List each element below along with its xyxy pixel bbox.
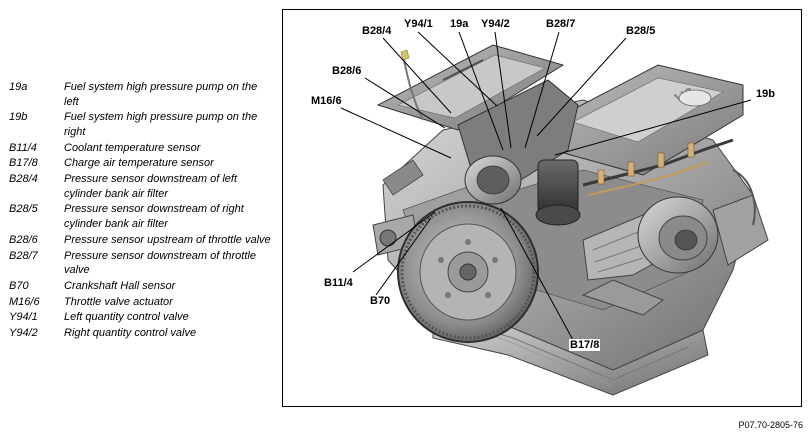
legend-description: Charge air temperature sensor [64,157,214,170]
engine-diagram: V8 [282,9,802,407]
oil-filler-cap-icon [678,89,712,107]
engine-illustration: V8 [340,31,769,396]
callout-b17-8: B17/8 [569,339,601,351]
legend-description: Crankshaft Hall sensor [64,279,176,292]
legend-code: B28/6 [9,233,38,246]
right-cylinder-head-cover: V8 [552,64,744,176]
legend-code: B11/4 [9,141,37,154]
legend-row: B70 Crankshaft Hall sensor [9,279,271,294]
right-bank-wiring [582,138,734,196]
legend-row: 19a Fuel system high pressure pump on th… [9,80,271,109]
callout-b28-4: B28/4 [361,25,393,37]
legend-description: Coolant temperature sensor [64,141,201,154]
callout-b11-4: B11/4 [323,277,354,289]
legend-description: Pressure sensor downstream of throttle v… [64,249,256,277]
figure-reference: P07.70-2805-76 [738,420,803,430]
legend-description: Left quantity control valve [64,311,189,324]
turbocharger [581,194,769,316]
flywheel [397,201,539,343]
legend-code: 19a [9,81,28,93]
legend-row: Y94/1 Left quantity control valve [9,310,271,325]
callout-b70: B70 [369,295,392,307]
legend-code: B28/4 [9,173,38,186]
legend-row: B28/7 Pressure sensor downstream of thro… [9,249,271,278]
callout-y94-1: Y94/1 [403,18,434,30]
legend-row: M16/6 Throttle valve actuator [9,295,271,310]
callout-b28-5: B28/5 [625,25,657,37]
legend-list: 19a Fuel system high pressure pump on th… [9,80,271,342]
legend-code: Y94/1 [9,311,38,324]
legend-row: B28/4 Pressure sensor downstream of left… [9,172,271,201]
legend-row: Y94/2 Right quantity control valve [9,326,271,341]
legend-row: B28/5 Pressure sensor downstream of righ… [9,202,271,231]
callout-b28-6: B28/6 [331,65,363,77]
intake-manifold [457,79,581,226]
legend-description: Pressure sensor downstream of right cyli… [64,203,244,230]
legend-row: B28/6 Pressure sensor upstream of thrott… [9,233,271,248]
legend-description: Fuel system high pressure pump on the le… [64,81,258,108]
legend-code: B70 [9,279,29,292]
leader-lines [340,31,752,341]
legend-code: Y94/2 [9,327,38,340]
legend-code: M16/6 [9,295,40,308]
exhaust-pipe [581,279,665,316]
legend-row: B17/8 Charge air temperature sensor [9,156,271,171]
dipstick-handle-icon [400,49,410,61]
legend-row: B11/4 Coolant temperature sensor [9,141,271,156]
legend-code: B17/8 [9,157,38,170]
legend-code: 19b [9,111,28,124]
legend-description: Right quantity control valve [64,327,197,340]
callout-y94-2: Y94/2 [480,18,511,30]
legend-description: Pressure sensor downstream of left cylin… [64,173,238,200]
left-cylinder-head-cover [376,44,565,131]
callout-m16-6: M16/6 [310,95,343,107]
legend-description: Throttle valve actuator [64,295,173,308]
legend-description: Fuel system high pressure pump on the ri… [64,111,258,138]
callout-b28-7: B28/7 [545,18,577,30]
legend-row: 19b Fuel system high pressure pump on th… [9,110,271,139]
legend-description: Pressure sensor upstream of throttle val… [64,233,271,246]
callout-19a: 19a [449,18,470,30]
callout-19b: 19b [755,88,776,100]
legend-code: B28/5 [9,203,38,216]
legend-code: B28/7 [9,249,38,262]
